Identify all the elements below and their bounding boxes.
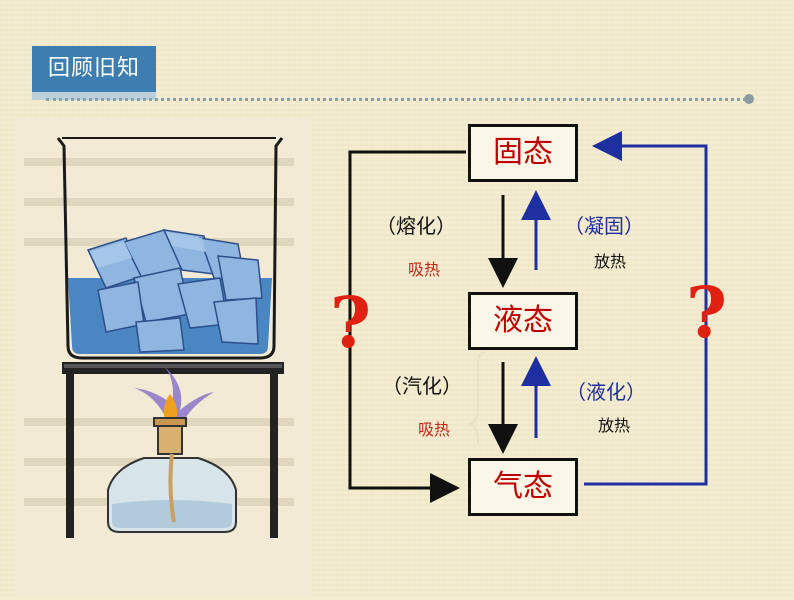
section-title: 回顾旧知 xyxy=(32,46,156,92)
beaker-lamp-drawing xyxy=(24,137,294,538)
state-gas: 气态 xyxy=(468,458,578,516)
state-liquid: 液态 xyxy=(468,292,578,350)
divider-end-dot xyxy=(744,94,754,104)
vaporizing-heat-note: 吸热 xyxy=(418,420,451,439)
question-mark-left: ? xyxy=(330,281,372,364)
heat-brace xyxy=(467,351,487,444)
liquefying-heat-note: 放热 xyxy=(598,416,631,435)
solidifying-heat-note: 放热 xyxy=(594,252,627,271)
sublimation-arrow xyxy=(348,150,466,503)
ice-heating-illustration xyxy=(14,118,310,596)
section-title-shadow xyxy=(32,92,156,100)
process-solidifying: （凝固） xyxy=(564,214,644,238)
melting-heat-note: 吸热 xyxy=(408,260,441,279)
process-liquefying: （液化） xyxy=(566,380,646,404)
desublimation-arrow xyxy=(584,131,708,486)
state-solid: 固态 xyxy=(468,124,578,182)
process-vaporizing: （汽化） xyxy=(382,374,462,398)
question-mark-right: ? xyxy=(686,271,728,354)
dotted-divider xyxy=(46,98,746,101)
process-melting: （熔化） xyxy=(376,214,456,238)
